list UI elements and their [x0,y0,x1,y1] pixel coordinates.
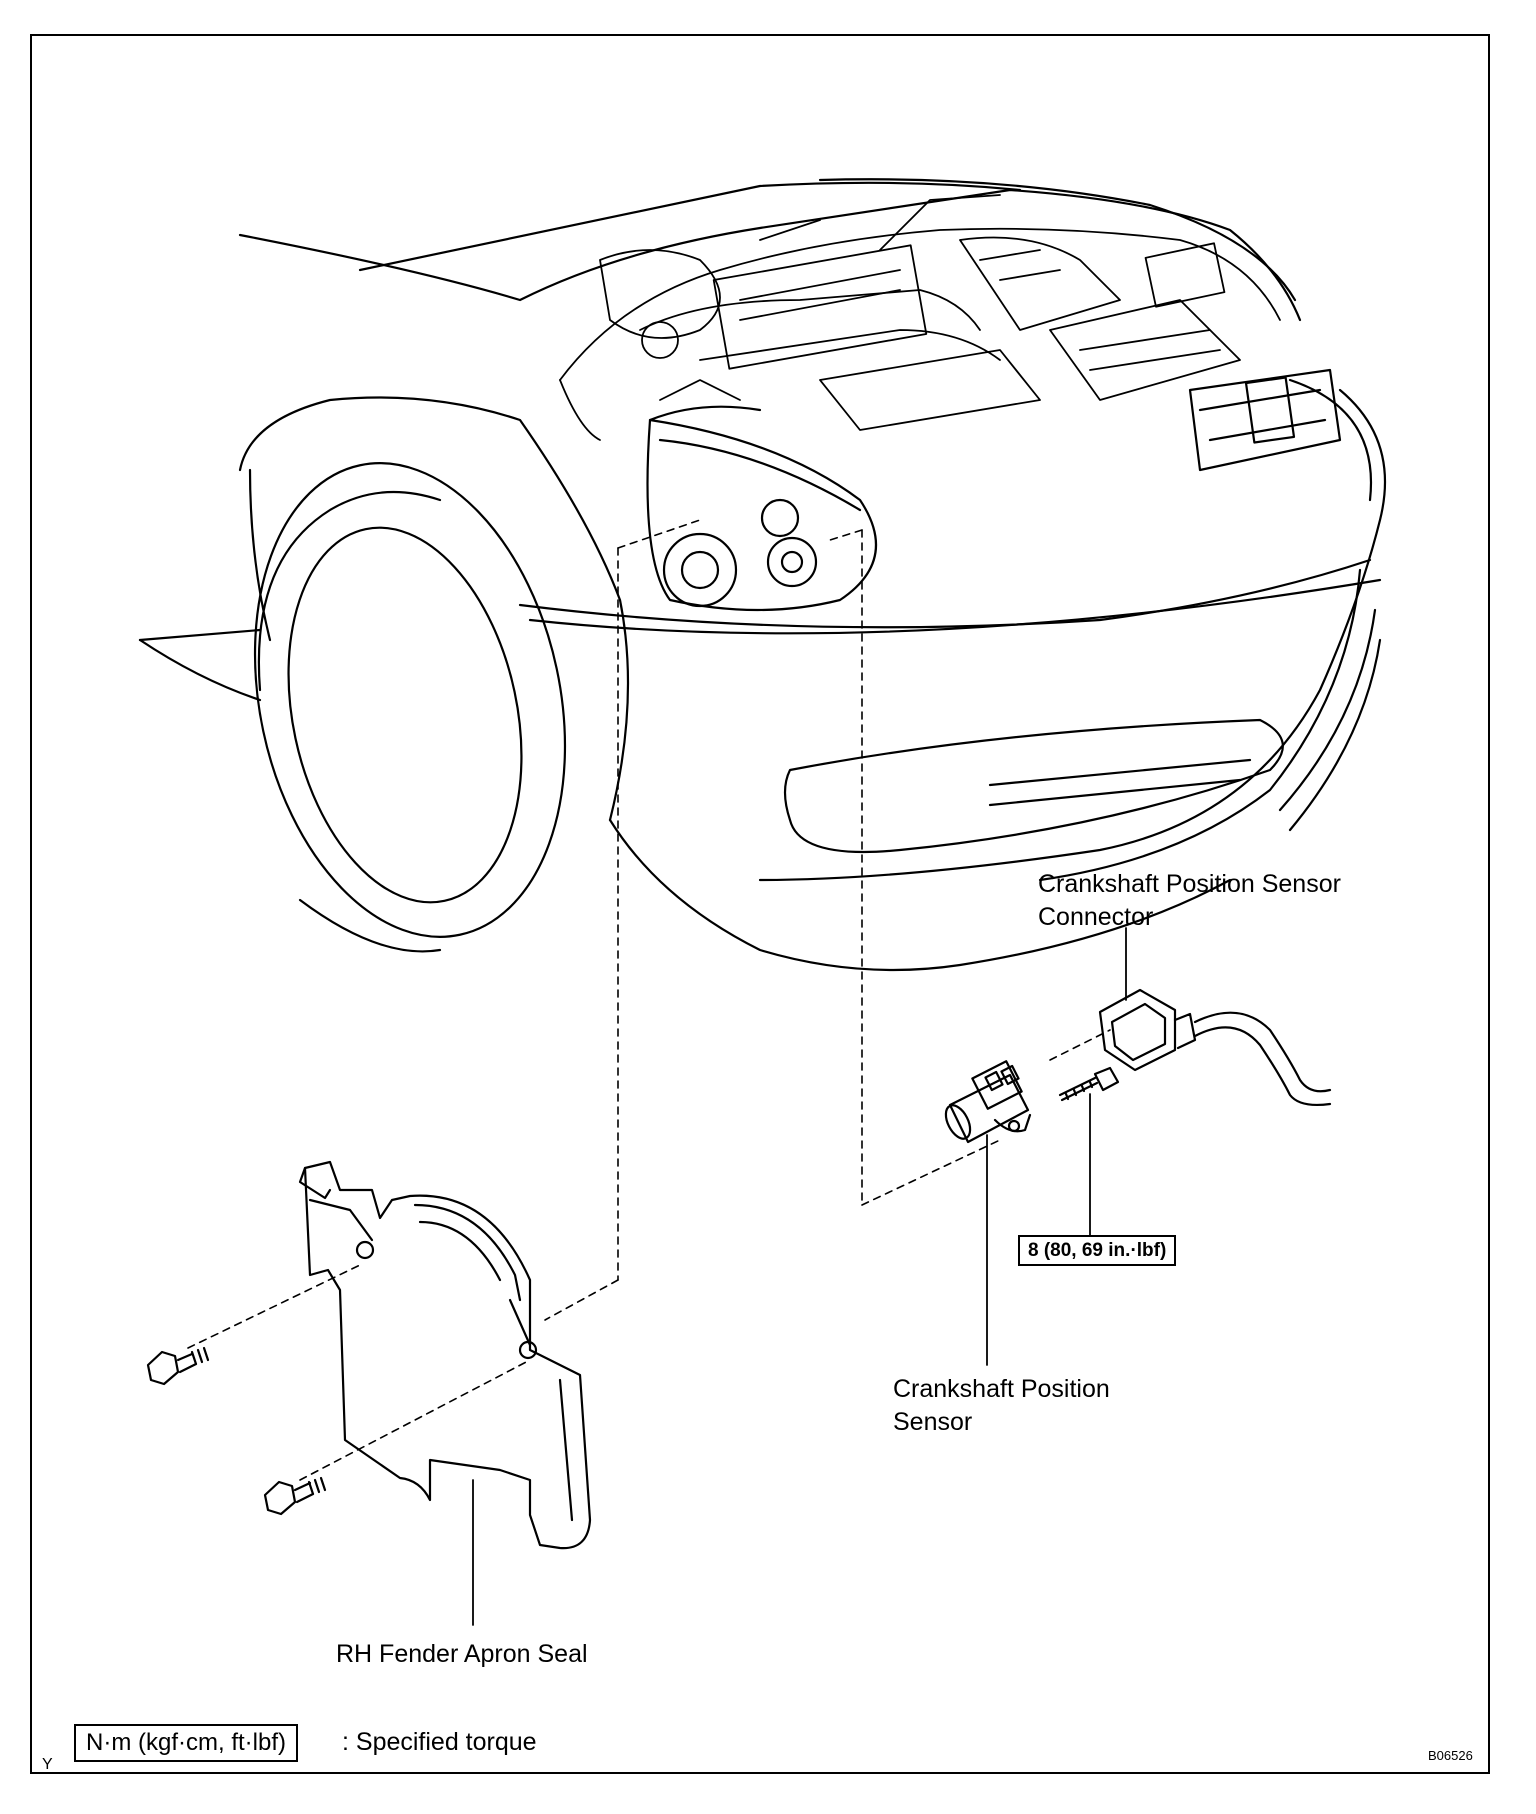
assembly-guide-lines [187,519,1111,1481]
cps-label: Crankshaft Position Sensor [893,1373,1110,1439]
sensor-bolt-torque-spec: 8 (80, 69 in.·lbf) [1018,1235,1177,1266]
cps-connector-label-line1: Crankshaft Position Sensor [1038,870,1341,898]
apron-seal-label: RH Fender Apron Seal [336,1640,588,1668]
cps-connector-label-line2: Connector [1038,903,1154,931]
sensor-bolt [1058,1066,1120,1102]
torque-legend-description: : Specified torque [342,1728,537,1756]
cps-connector-label: Crankshaft Position Sensor Connector [1038,868,1341,934]
apron-lower-bolt [263,1476,327,1516]
apron-upper-bolt [146,1346,210,1386]
torque-unit-legend-box: N·m (kgf·cm, ft·lbf) [74,1724,298,1762]
car-front-body [138,178,1387,972]
leader-lines [472,927,1127,1626]
corner-letter: Y [42,1756,53,1773]
engine-bay [559,194,1281,441]
figure-id: B06526 [1428,1748,1473,1763]
cps-label-line1: Crankshaft Position [893,1375,1110,1403]
sensor-connector [1098,988,1332,1107]
rh-fender-apron-seal [298,1160,592,1550]
diagram-frame [30,34,1490,1774]
crankshaft-position-sensor [944,1060,1032,1144]
cps-label-line2: Sensor [893,1408,973,1436]
front-wheel [253,462,567,953]
